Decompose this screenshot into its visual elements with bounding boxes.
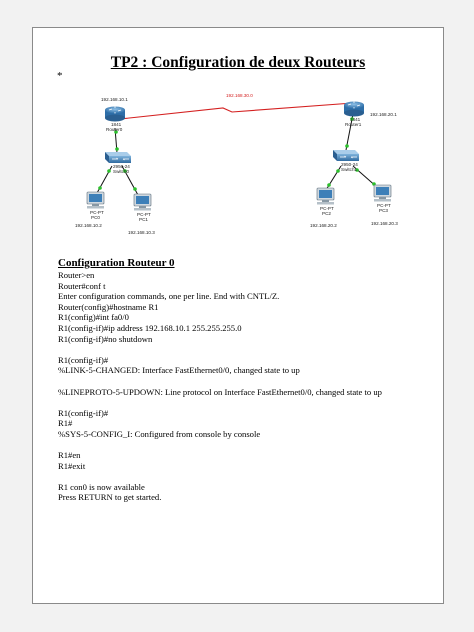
console-line: R1(config-if)# xyxy=(58,354,109,365)
router1-icon xyxy=(344,101,364,117)
console-line: R1(config-if)#no shutdown xyxy=(58,333,153,344)
console-line: R1#en xyxy=(58,450,81,461)
document-title: TP2 : Configuration de deux Routeurs xyxy=(110,54,366,71)
console-line: Enter configuration commands, one per li… xyxy=(58,291,280,302)
console-line: %SYS-5-CONFIG_I: Configured from console… xyxy=(58,428,261,439)
pc0-ip-label: 192.168.10.2 xyxy=(75,223,102,228)
console-line: R1(config-if)# xyxy=(58,407,109,418)
pc3-icon xyxy=(373,184,392,202)
pc1-name-label: PC1 xyxy=(139,217,148,222)
pc0-icon xyxy=(86,191,105,209)
switch1-name-label: Switch1 xyxy=(341,167,358,172)
bullet-marker: * xyxy=(57,70,63,82)
console-log: Router>en Router#conf t Enter configurat… xyxy=(58,270,438,503)
console-line: Press RETURN to get started. xyxy=(58,492,162,503)
switch1-icon xyxy=(333,150,359,161)
pc0-name-label: PC0 xyxy=(91,215,100,220)
router1-ip-label: 192.168.20.1 xyxy=(370,112,397,117)
router1-model-label: 1841 xyxy=(350,117,361,122)
pc2-type-label: PC-PT xyxy=(320,206,334,211)
console-line: Router(config)#hostname R1 xyxy=(58,301,159,312)
pc2-icon xyxy=(316,187,335,205)
console-line: R1(config-if)#ip address 192.168.10.1 25… xyxy=(58,322,242,333)
console-line: R1# xyxy=(58,418,73,429)
pc3-name-label: PC3 xyxy=(379,208,388,213)
link-status-dots xyxy=(98,117,376,191)
document-page: TP2 : Configuration de deux Routeurs * 1… xyxy=(32,27,444,604)
pc3-ip-label: 192.168.20.3 xyxy=(371,221,398,226)
console-line: %LINK-5-CHANGED: Interface FastEthernet0… xyxy=(58,365,300,376)
pc1-ip-label: 192.168.10.3 xyxy=(128,230,155,235)
switch1-model-label: 2950-24 xyxy=(341,162,358,167)
router0-icon xyxy=(105,106,125,122)
wan-serial-link xyxy=(119,102,354,120)
wan-network-label: 192.168.30.0 xyxy=(226,93,253,98)
network-topology-diagram: 192.168.30.0 xyxy=(75,93,398,235)
switch0-model-label: 2950-24 xyxy=(113,164,130,169)
pc0-type-label: PC-PT xyxy=(90,210,104,215)
pc3-type-label: PC-PT xyxy=(377,203,391,208)
router1-name-label: Router1 xyxy=(345,122,362,127)
pc2-ip-label: 192.168.20.2 xyxy=(310,223,337,228)
console-line: R1#exit xyxy=(58,460,86,471)
pc2-name-label: PC2 xyxy=(322,211,331,216)
router0-model-label: 1841 xyxy=(111,122,122,127)
console-line: Router#conf t xyxy=(58,280,106,291)
pc1-icon xyxy=(133,193,152,211)
console-line: %LINEPROTO-5-UPDOWN: Line protocol on In… xyxy=(58,386,382,397)
router0-name-label: Router0 xyxy=(106,127,123,132)
console-line: R1(config)#int fa0/0 xyxy=(58,312,129,323)
console-line: Router>en xyxy=(58,270,95,280)
pc1-type-label: PC-PT xyxy=(137,212,151,217)
section-heading: Configuration Routeur 0 xyxy=(58,257,175,269)
router0-ip-label: 192.168.10.1 xyxy=(101,97,128,102)
switch0-name-label: Switch0 xyxy=(113,169,130,174)
console-line: R1 con0 is now available xyxy=(58,481,145,492)
switch0-icon xyxy=(105,152,131,163)
